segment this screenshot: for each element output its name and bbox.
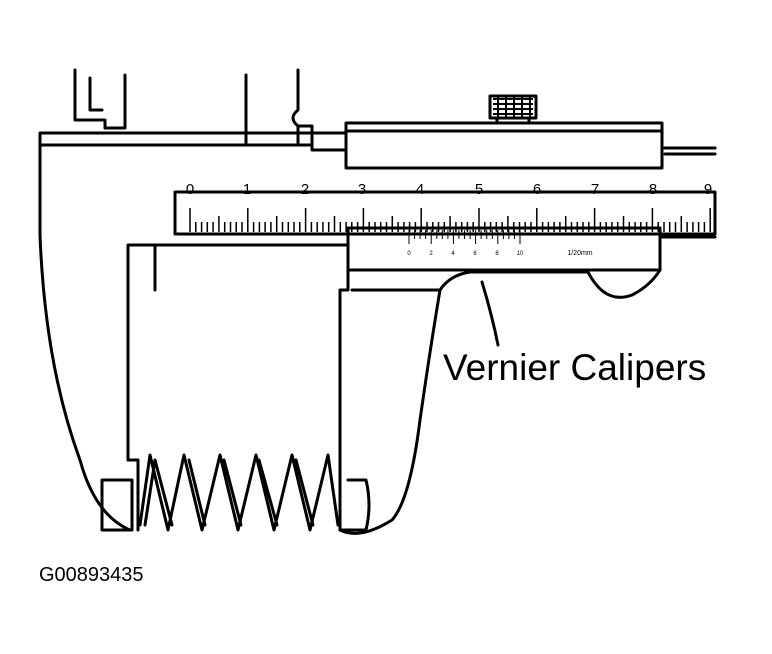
upper-inside-jaw-fixed-inner	[88, 76, 104, 112]
main-scale-label-0: 0	[186, 181, 194, 198]
main-scale-label-6: 6	[533, 181, 541, 198]
callout-leader-line	[480, 280, 500, 347]
main-scale-label-8: 8	[649, 181, 657, 198]
main-scale-bar	[173, 190, 717, 236]
vernier-label-2: 2	[429, 251, 433, 257]
vernier-scale-ticks	[408, 230, 521, 244]
thumb-wheel	[586, 268, 662, 299]
callout-label: Vernier Calipers	[443, 347, 706, 388]
vernier-scale-labels: 0 2 4 6 8 10 1/20mm	[407, 250, 592, 257]
main-scale-label-9: 9	[704, 181, 712, 198]
left-jaw-tip	[100, 458, 140, 532]
main-scale-label-5: 5	[475, 181, 483, 198]
main-scale-label-4: 4	[416, 181, 424, 198]
main-scale-label-2: 2	[301, 181, 309, 198]
fixed-jaw-body	[38, 131, 348, 532]
thumb-screw	[488, 94, 538, 125]
main-scale-labels: 0 1 2 3 4 5 6 7 8 9	[186, 181, 712, 198]
vernier-label-10: 10	[517, 251, 524, 257]
vernier-label-6: 6	[473, 251, 477, 257]
main-scale-label-7: 7	[591, 181, 599, 198]
figure-id: G00893435	[39, 564, 144, 586]
vernier-label-8: 8	[495, 251, 499, 257]
main-scale-label-3: 3	[358, 181, 366, 198]
vernier-label-4: 4	[451, 251, 455, 257]
main-scale-ticks	[189, 208, 711, 232]
upper-inside-jaw-fixed	[73, 68, 127, 130]
right-jaw-tip	[338, 468, 371, 532]
sliding-outside-jaw	[338, 268, 590, 535]
coil-spring	[138, 453, 340, 532]
sliding-jaw-top-block	[344, 121, 664, 170]
upper-inside-jaw-sliding-step	[296, 124, 314, 147]
vernier-label-0: 0	[407, 251, 411, 257]
fixed-jaw-inner	[126, 243, 157, 462]
depth-rod	[663, 146, 717, 156]
thumb-screw-knurl	[493, 96, 533, 118]
main-scale-label-1: 1	[243, 181, 251, 198]
vernier-resolution-label: 1/20mm	[567, 250, 592, 257]
